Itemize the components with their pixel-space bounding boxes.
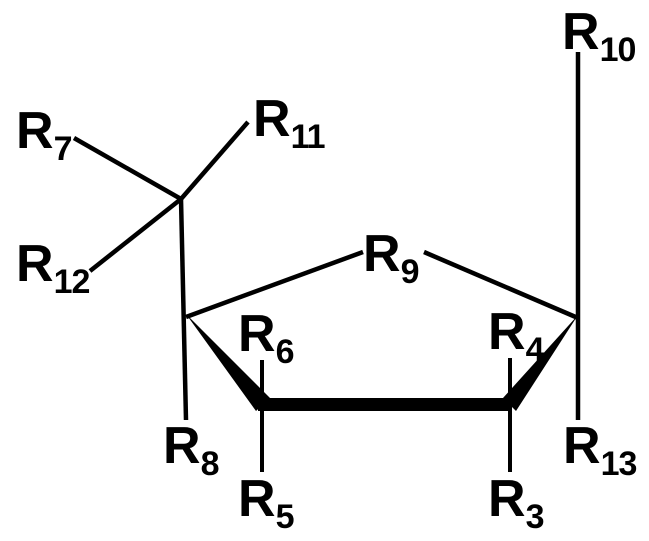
label-R11: R11 bbox=[253, 90, 326, 154]
label-R13: R13 bbox=[563, 417, 637, 481]
label-R9-sub: 9 bbox=[400, 253, 420, 291]
label-R8-sub: 8 bbox=[200, 445, 220, 483]
label-R13-sub: 13 bbox=[600, 445, 638, 483]
label-R10-base: R bbox=[562, 3, 600, 61]
label-R11-sub: 11 bbox=[290, 118, 326, 156]
label-R4-sub: 4 bbox=[525, 331, 545, 369]
label-R9-base: R bbox=[363, 225, 401, 283]
bond-ring-left-apex bbox=[185, 249, 364, 320]
label-R9: R9 bbox=[363, 225, 419, 289]
label-R7-base: R bbox=[16, 102, 54, 160]
substituent-bonds bbox=[260, 358, 512, 472]
label-R5-base: R bbox=[238, 470, 276, 528]
label-R4: R4 bbox=[488, 303, 544, 367]
bond-r12-quaternary bbox=[88, 197, 183, 273]
label-R8-base: R bbox=[163, 417, 201, 475]
label-R7: R7 bbox=[16, 102, 72, 166]
label-R12: R12 bbox=[16, 235, 90, 299]
bond-quaternary-ring-left bbox=[178, 198, 189, 421]
bond-r7-quaternary bbox=[72, 136, 183, 201]
label-R10: R10 bbox=[562, 3, 636, 67]
bold-bonds bbox=[258, 398, 512, 411]
label-R3: R3 bbox=[488, 470, 544, 534]
wedge-left bbox=[186, 314, 270, 411]
wedge-bonds bbox=[186, 314, 578, 411]
label-R10-sub: 10 bbox=[599, 31, 637, 69]
label-R3-base: R bbox=[488, 470, 526, 528]
label-R4-base: R bbox=[488, 303, 526, 361]
bond-bottom-bold bbox=[258, 398, 512, 411]
label-R6-base: R bbox=[238, 305, 276, 363]
bond-r11-quaternary bbox=[179, 120, 250, 201]
label-R3-sub: 3 bbox=[525, 498, 545, 536]
label-R8: R8 bbox=[163, 417, 219, 481]
label-R6: R6 bbox=[238, 305, 294, 369]
label-R11-base: R bbox=[253, 90, 291, 148]
bond-apex-ring-right bbox=[423, 249, 579, 321]
label-R5: R5 bbox=[238, 470, 294, 534]
label-R12-sub: 12 bbox=[53, 263, 91, 301]
label-R12-base: R bbox=[16, 235, 54, 293]
wedge-right bbox=[503, 315, 578, 411]
label-R13-base: R bbox=[563, 417, 601, 475]
plain-bonds bbox=[72, 52, 581, 421]
label-R7-sub: 7 bbox=[53, 130, 73, 168]
label-R6-sub: 6 bbox=[275, 333, 295, 371]
label-R5-sub: 5 bbox=[275, 498, 295, 536]
